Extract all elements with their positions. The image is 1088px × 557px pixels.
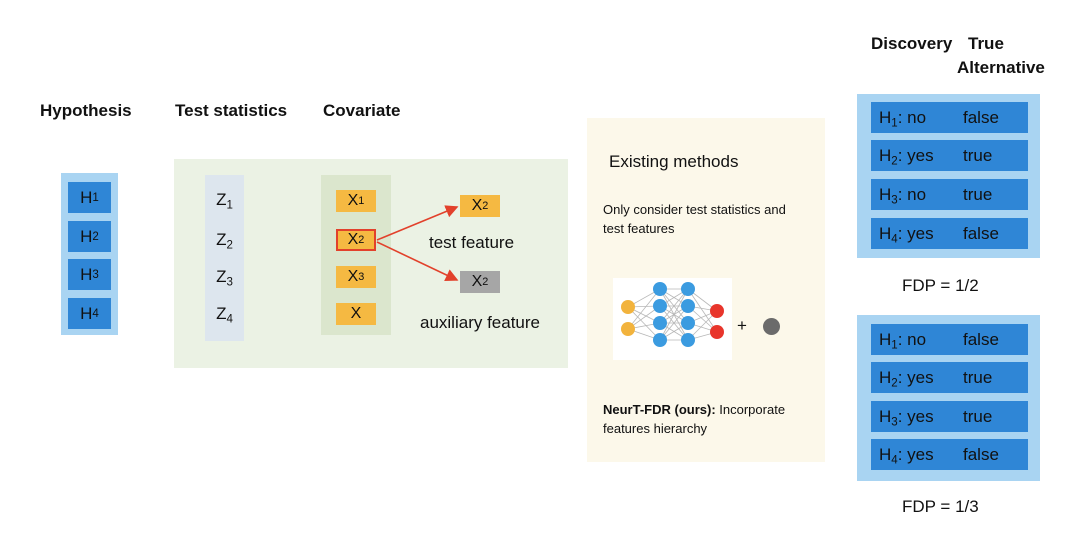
auxiliary-node-icon <box>763 318 780 335</box>
test-statistic: Z3 <box>216 267 233 289</box>
neural-network-graphic <box>621 282 724 347</box>
test-statistics-header: Test statistics <box>175 101 288 120</box>
discovery-header: Discovery <box>871 34 953 53</box>
ours-desc-line2: features hierarchy <box>603 421 708 436</box>
test-feature-label: test feature <box>429 233 515 252</box>
alternative-header: Alternative <box>957 58 1045 77</box>
existing-methods-title: Existing methods <box>609 152 739 171</box>
test-statistics-column: Z1 Z2 Z3 Z4 <box>205 175 244 341</box>
test-statistic: Z4 <box>216 304 233 326</box>
covariate-box: X <box>336 303 376 325</box>
test-statistic: Z1 <box>216 190 233 212</box>
auxiliary-feature-label: auxiliary feature <box>420 313 541 332</box>
covariate-header: Covariate <box>323 101 401 120</box>
test-statistic: Z2 <box>216 230 233 252</box>
true-header: True <box>968 34 1004 53</box>
arrow-to-test-feature <box>376 205 459 241</box>
neural-network-icon <box>613 278 732 360</box>
fdp-existing: FDP = 1/2 <box>902 276 979 295</box>
plus-sign: + <box>737 316 747 335</box>
existing-methods-desc-line2: test features <box>603 221 675 236</box>
existing-methods-desc-line1: Only consider test statistics and <box>603 202 786 217</box>
ours-desc-line1: NeurT-FDR (ours): Incorporate <box>603 402 786 417</box>
hypothesis-header: Hypothesis <box>40 101 132 120</box>
arrow-to-auxiliary-feature <box>376 241 459 281</box>
fdp-ours: FDP = 1/3 <box>902 497 979 516</box>
